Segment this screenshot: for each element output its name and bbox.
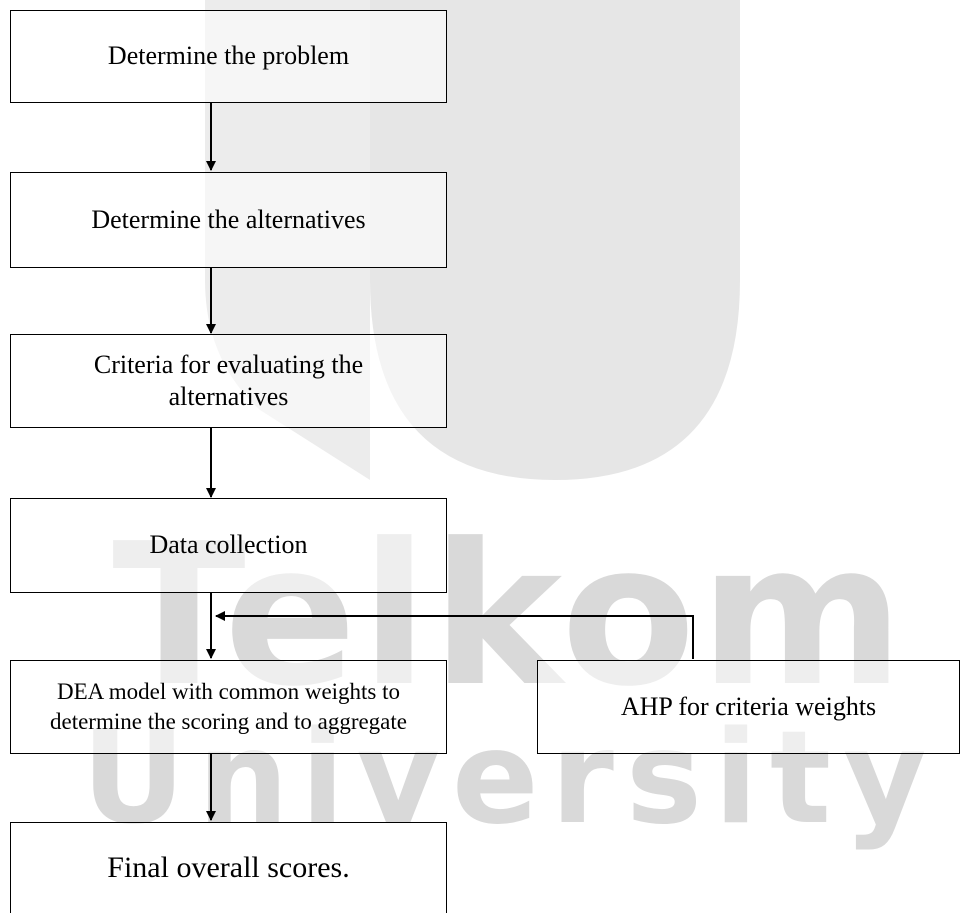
step-ahp-label: AHP for criteria weights (620, 691, 877, 721)
step-determine-alternatives: Determine the alternatives (10, 172, 447, 268)
step-data-collection: Data collection (10, 498, 447, 593)
step-determine-problem-label: Determine the problem (107, 41, 350, 71)
step-dea-model: DEA model with common weights to determi… (10, 660, 447, 754)
step-data-collection-label: Data collection (149, 530, 308, 560)
step-criteria-label: Criteria for evaluating the alternatives (93, 349, 364, 412)
step-determine-problem: Determine the problem (10, 10, 447, 103)
step-final-scores-label: Final overall scores. (107, 851, 350, 885)
step-dea-model-label: DEA model with common weights to determi… (50, 679, 407, 734)
step-criteria: Criteria for evaluating the alternatives (10, 334, 447, 428)
step-final-scores: Final overall scores. (10, 822, 447, 913)
step-determine-alternatives-label: Determine the alternatives (91, 204, 366, 234)
step-ahp-criteria-weights: AHP for criteria weights (537, 660, 960, 754)
arrow-ahp-to-dea-input (215, 611, 694, 659)
watermark-u-shape (370, 0, 740, 480)
